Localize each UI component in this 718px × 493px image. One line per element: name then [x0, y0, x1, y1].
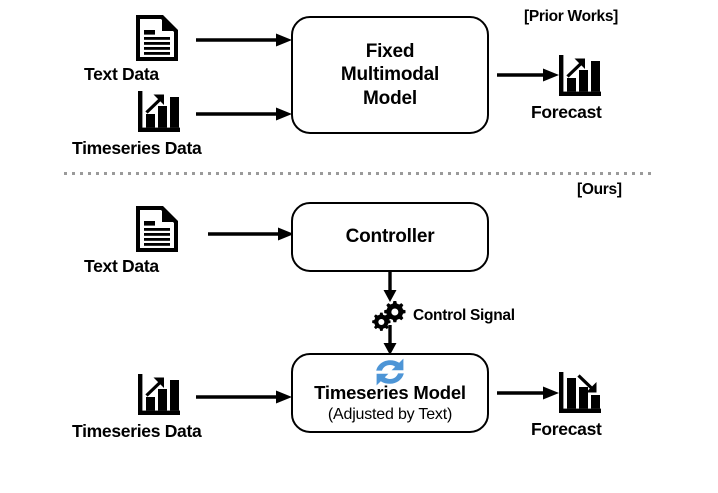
- bottom-timeseries-data-label: Timeseries Data: [72, 421, 202, 441]
- fixed-model-line-2: Multimodal: [340, 64, 440, 86]
- fixed-multimodal-model-box[interactable]: Fixed Multimodal Model: [291, 16, 489, 134]
- bottom-text-data-label: Text Data: [84, 256, 159, 276]
- ours-tag: [Ours]: [577, 181, 622, 198]
- timeseries-model-box[interactable]: Timeseries Model (Adjusted by Text): [291, 353, 489, 433]
- timeseries-model-sublabel: (Adjusted by Text): [327, 405, 453, 423]
- bar-chart-down-icon: [556, 369, 604, 417]
- arrow-text-to-controller: [208, 226, 298, 242]
- bar-chart-up-icon: [135, 371, 183, 419]
- arrow-text-to-fixed-model: [196, 32, 296, 48]
- document-icon: [133, 204, 181, 254]
- bar-chart-up-icon: [135, 88, 183, 136]
- top-forecast-label: Forecast: [531, 102, 602, 122]
- controller-box[interactable]: Controller: [291, 202, 489, 272]
- gears-icon: [369, 300, 409, 334]
- fixed-model-line-1: Fixed: [365, 41, 415, 63]
- arrow-timeseries-to-timeseries-model: [196, 389, 296, 405]
- top-text-data-label: Text Data: [84, 64, 159, 84]
- prior-works-tag: [Prior Works]: [524, 8, 618, 25]
- bottom-forecast-label: Forecast: [531, 419, 602, 439]
- fixed-model-line-3: Model: [363, 87, 417, 109]
- control-signal-label: Control Signal: [413, 307, 515, 324]
- sync-refresh-icon: [372, 356, 408, 388]
- section-divider: [64, 172, 656, 175]
- top-timeseries-data-label: Timeseries Data: [72, 138, 202, 158]
- bar-chart-up-icon: [556, 52, 604, 100]
- timeseries-model-label: Timeseries Model: [314, 382, 466, 404]
- arrow-timeseries-to-fixed-model: [196, 106, 296, 122]
- arrow-controller-to-control-signal: [382, 272, 398, 302]
- arrow-timeseries-model-to-forecast: [497, 385, 563, 401]
- controller-label: Controller: [345, 226, 435, 248]
- arrow-control-signal-to-timeseries-model: [382, 325, 398, 355]
- document-icon: [133, 13, 181, 63]
- arrow-fixed-model-to-forecast: [497, 67, 563, 83]
